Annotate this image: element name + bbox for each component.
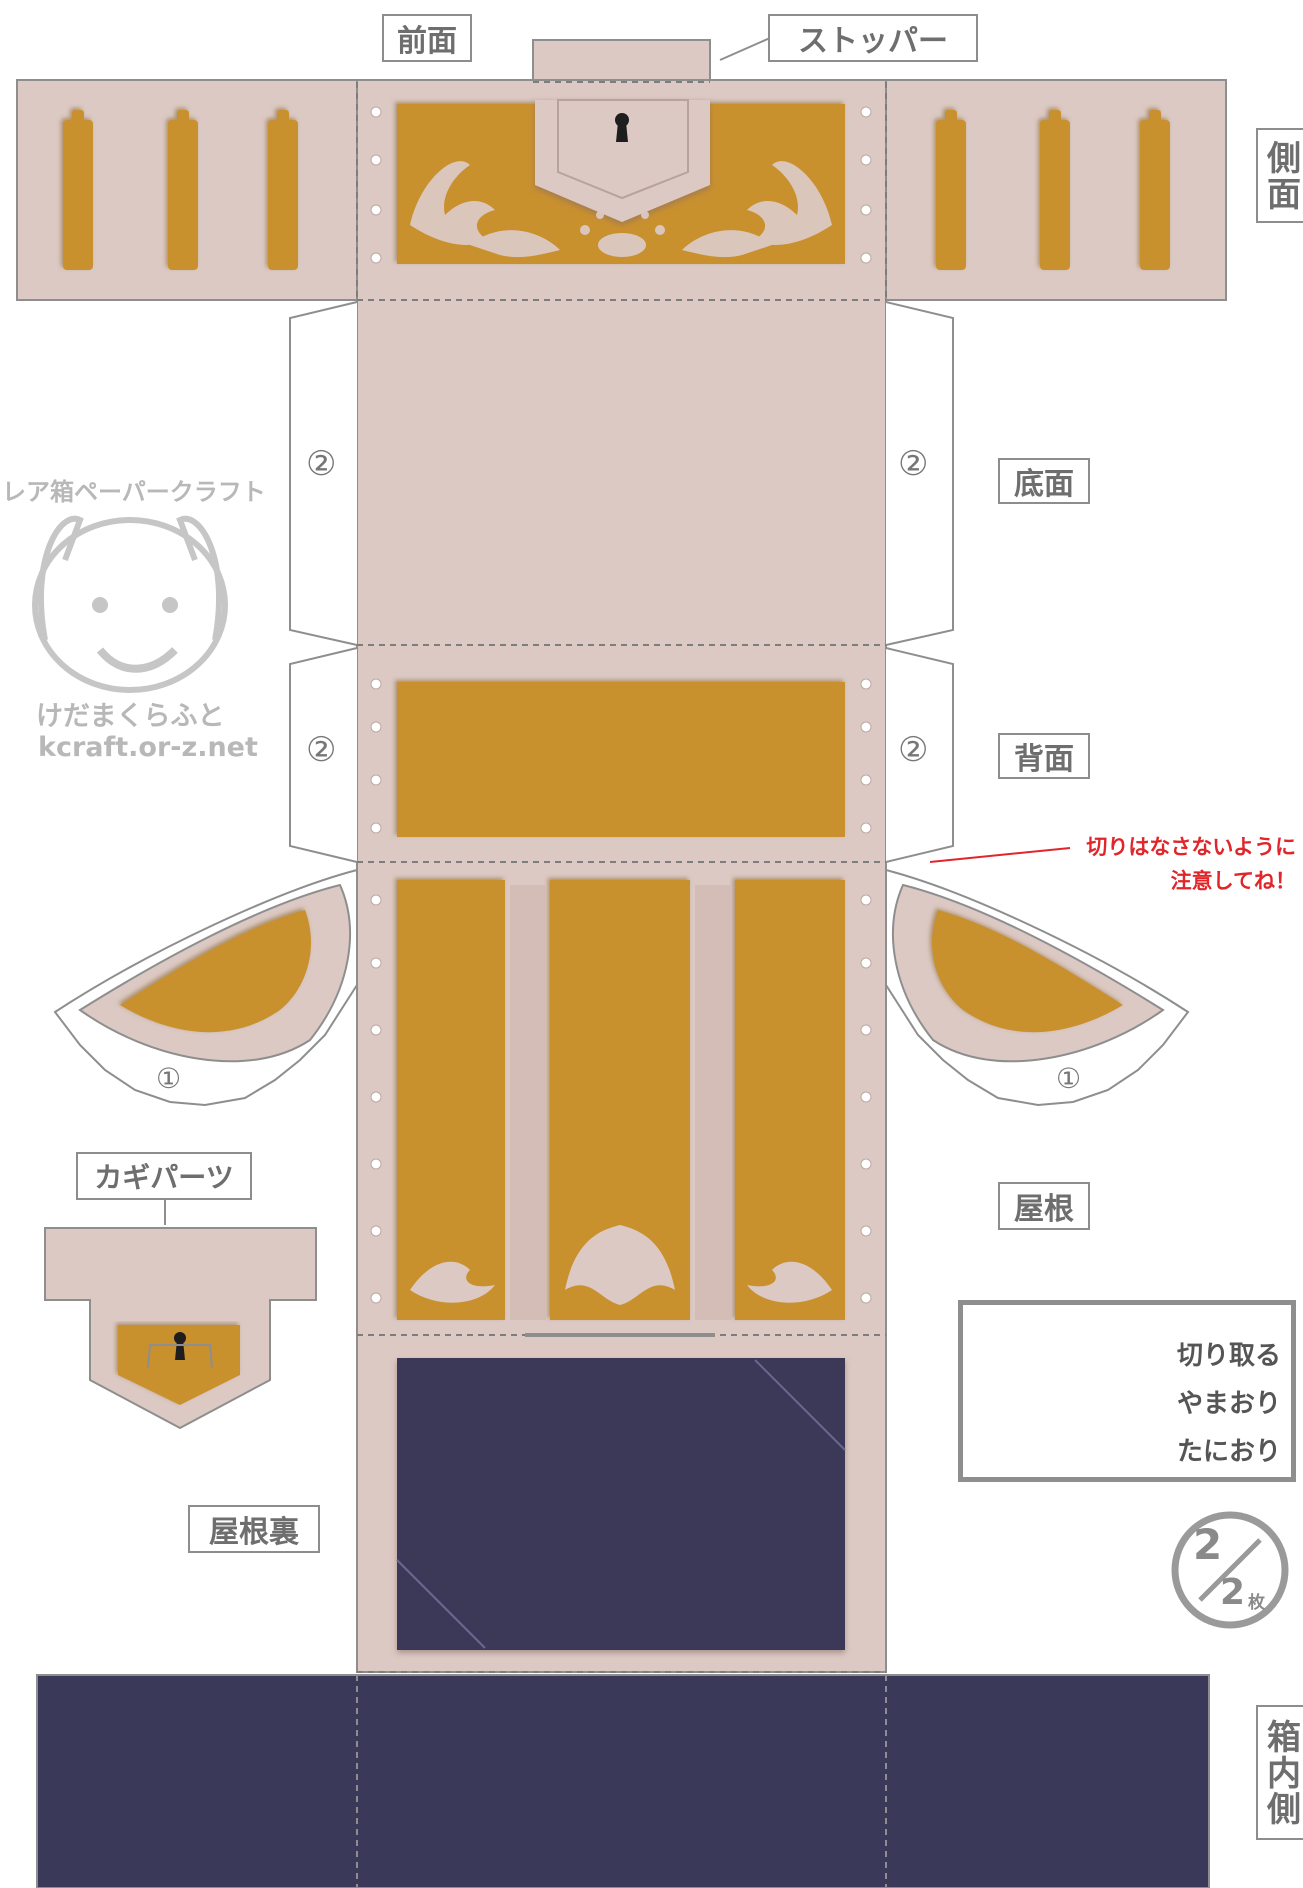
label-roof-underside: 屋根裏 [188, 1505, 320, 1553]
tab-number: ① [1056, 1062, 1082, 1095]
legend-mountain-text: やまおり [1176, 1388, 1281, 1419]
rivet-dots [370, 106, 872, 1304]
label-stopper: ストッパー [768, 14, 978, 62]
note-leader-line [929, 847, 1071, 863]
label-key-part: カギパーツ [76, 1152, 252, 1200]
glue-tabs [289, 301, 954, 863]
tab-number: ① [156, 1062, 182, 1095]
sheet-number-badge [1171, 1511, 1289, 1629]
caution-note-line2: 注意してね！ [1170, 869, 1296, 893]
label-roof: 屋根 [998, 1182, 1090, 1230]
box-inside-panel [36, 1674, 1210, 1888]
label-front: 前面 [382, 14, 472, 62]
legend-mountain: やまおり [991, 1381, 1281, 1421]
side-panel-left [16, 79, 358, 301]
front-panel [397, 99, 845, 264]
tab-number: ② [306, 730, 337, 770]
line-legend: 切り取る やまおり たにおり [958, 1300, 1296, 1482]
caution-note: 切りはなさないように 注意してね！ [1040, 830, 1296, 898]
watermark-url: kcraft.or-z.net [38, 732, 258, 763]
caution-note-line1: 切りはなさないように [1086, 835, 1296, 859]
stopper-tab [532, 39, 711, 83]
watermark-title: レア箱ペーパークラフト [2, 478, 266, 506]
watermark-brand: けだまくらふと [36, 701, 225, 732]
cat-logo [32, 515, 228, 693]
box-inside-folds [356, 1675, 887, 1888]
sheet-page: 2 [1193, 1520, 1223, 1569]
label-back: 背面 [998, 733, 1090, 779]
roof-side-right [885, 868, 1190, 1107]
tab-number: ② [898, 444, 929, 484]
tab-number: ② [306, 444, 337, 484]
label-bottom: 底面 [998, 458, 1090, 504]
label-box-inside: 箱内側 [1256, 1705, 1303, 1840]
sheet-unit: 枚 [1248, 1593, 1265, 1613]
side-panel-right [885, 79, 1227, 301]
legend-valley: たにおり [991, 1429, 1281, 1469]
tab-number: ② [898, 730, 929, 770]
legend-valley-text: たにおり [1176, 1436, 1281, 1467]
back-panel [397, 682, 845, 837]
legend-cut-text: 切り取る [1176, 1340, 1281, 1371]
label-side: 側面 [1256, 128, 1303, 223]
key-part-piece [44, 1227, 317, 1430]
roof-underside-panel [396, 1358, 846, 1650]
roof-panel [397, 880, 845, 1320]
legend-cut: 切り取る [991, 1333, 1281, 1373]
cat-eyes [92, 597, 178, 613]
roof-side-left [53, 868, 358, 1107]
sheet-total: 2 [1220, 1572, 1246, 1613]
